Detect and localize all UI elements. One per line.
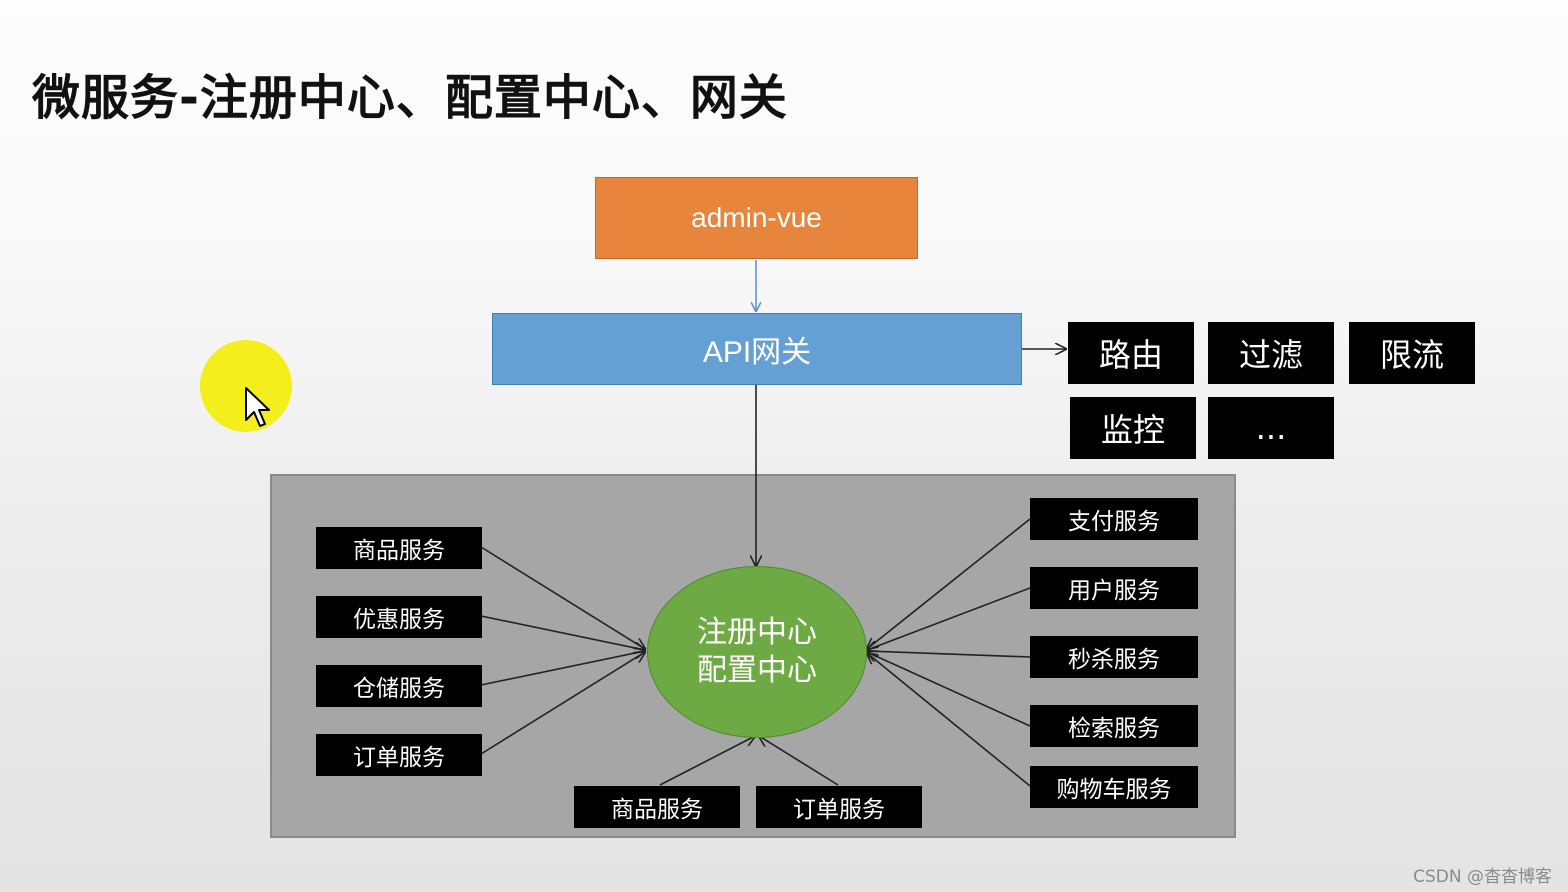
hub-label-registry: 注册中心: [697, 615, 817, 650]
service-box-left-3: 仓储服务: [316, 665, 482, 707]
api-gateway-box: API网关: [492, 313, 1022, 385]
right-service-4-arrow: [867, 652, 1031, 727]
gateway-feature-more: ...: [1208, 397, 1334, 459]
gateway-feature-rate-limit: 限流: [1349, 322, 1475, 384]
left-service-2-arrow: [480, 615, 645, 650]
service-box-bottom-1: 商品服务: [574, 786, 740, 828]
service-box-bottom-2: 订单服务: [756, 786, 922, 828]
admin-vue-client-box: admin-vue: [595, 177, 918, 259]
right-service-5-arrow: [867, 653, 1031, 787]
left-service-3-arrow: [480, 651, 645, 686]
service-box-right-1: 支付服务: [1030, 498, 1198, 540]
service-box-right-2: 用户服务: [1030, 567, 1198, 609]
service-box-right-3: 秒杀服务: [1030, 636, 1198, 678]
right-service-3-arrow: [867, 651, 1031, 658]
right-service-2-arrow: [867, 587, 1031, 650]
page-title: 微服务-注册中心、配置中心、网关: [32, 70, 788, 126]
gateway-feature-monitoring: 监控: [1070, 397, 1196, 459]
left-service-1-arrow: [480, 546, 645, 649]
gateway-feature-filter: 过滤: [1208, 322, 1334, 384]
service-box-right-4: 检索服务: [1030, 705, 1198, 747]
watermark: CSDN @杳杳博客: [1413, 867, 1552, 887]
registry-config-center-node: 注册中心 配置中心: [647, 566, 867, 738]
service-box-right-5: 购物车服务: [1030, 766, 1198, 808]
service-box-left-4: 订单服务: [316, 734, 482, 776]
bottom-service-2-arrow: [759, 736, 839, 786]
service-box-left-2: 优惠服务: [316, 596, 482, 638]
gateway-feature-routing: 路由: [1068, 322, 1194, 384]
hub-label-config: 配置中心: [697, 653, 817, 688]
left-service-4-arrow: [480, 652, 645, 755]
service-box-left-1: 商品服务: [316, 527, 482, 569]
bottom-service-1-arrow: [659, 736, 755, 786]
right-service-1-arrow: [867, 518, 1031, 649]
mouse-pointer-icon: [244, 386, 270, 434]
